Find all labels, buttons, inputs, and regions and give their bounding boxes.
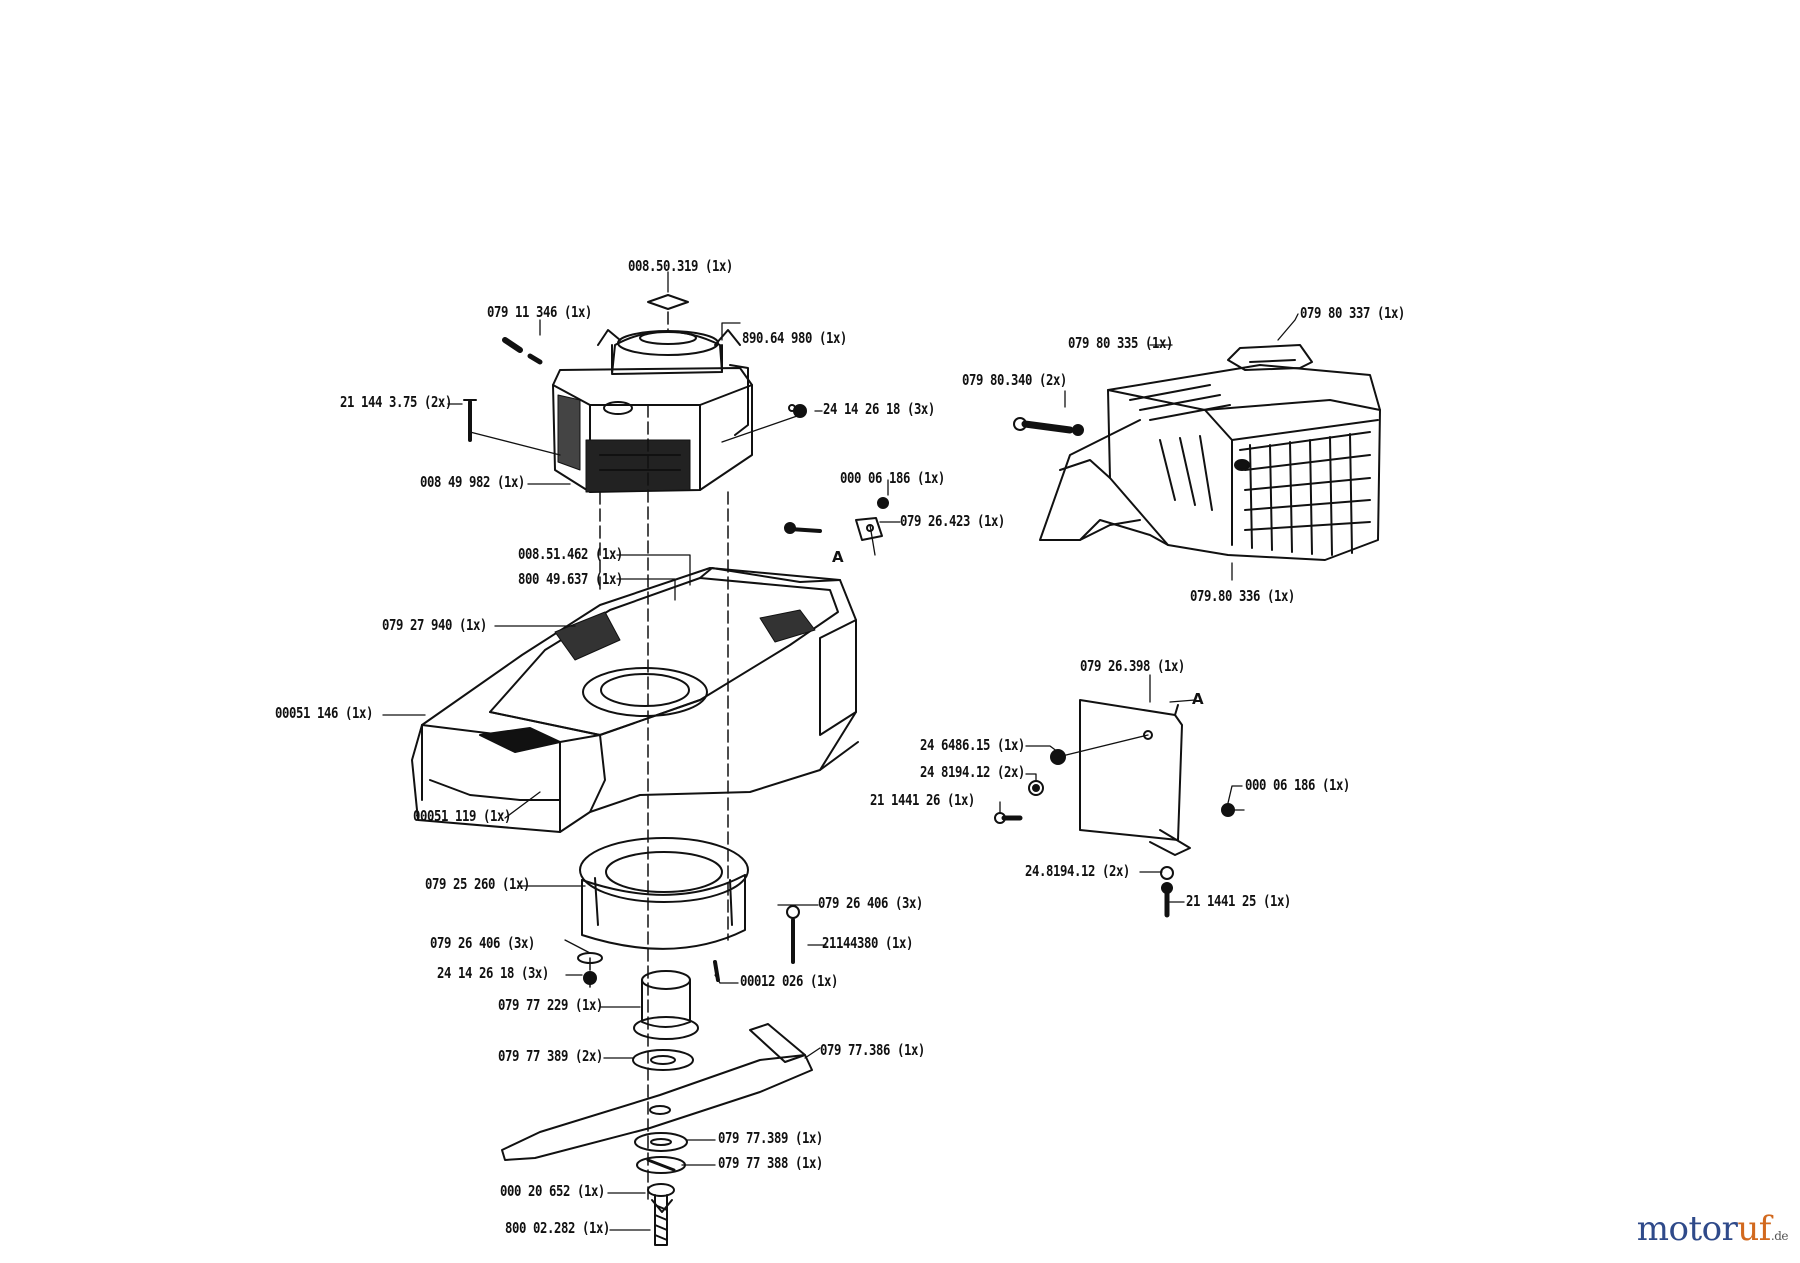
part-label-079-27-940: 079 27 940 (1x) (382, 616, 487, 634)
explosion-lines (589, 311, 729, 1201)
part-label-000-06-186-b: 000 06 186 (1x) (1245, 776, 1350, 794)
mower-blade-drawing (501, 1023, 813, 1161)
part-label-079-77-388: 079 77 388 (1x) (718, 1154, 823, 1172)
grass-catcher-drawing (1039, 344, 1381, 561)
part-label-079-26-398: 079 26.398 (1x) (1080, 657, 1185, 675)
logo-text-suffix: .de (1770, 1229, 1789, 1243)
part-label-079-26-423: 079 26.423 (1x) (900, 512, 1005, 530)
part-label-079-25-260: 079 25 260 (1x) (425, 875, 530, 893)
part-label-00012-026: 00012 026 (1x) (740, 972, 838, 990)
logo-text-main: motor (1636, 1209, 1738, 1249)
part-label-079-80-337: 079 80 337 (1x) (1300, 304, 1405, 322)
engine-drawing (552, 329, 753, 493)
part-label-24-14-26-18-top: 24 14 26 18 (3x) (823, 400, 935, 418)
motoruf-logo: motoruf.de (1636, 1209, 1789, 1249)
part-label-00051-146: 00051 146 (1x) (275, 704, 373, 722)
part-label-079-80-340: 079 80.340 (2x) (962, 371, 1067, 389)
washers-and-bolt-drawing (634, 1132, 688, 1246)
part-label-24-8194-12-lower: 24.8194.12 (2x) (1025, 862, 1130, 880)
blade-hub-drawing (632, 970, 699, 1071)
part-label-21144380: 21144380 (1x) (822, 934, 913, 952)
part-label-079-80-335: 079 80 335 (1x) (1068, 334, 1173, 352)
reference-mark-a-right: A (1192, 690, 1204, 708)
part-label-008-49-982: 008 49 982 (1x) (420, 473, 525, 491)
part-label-079-11-346: 079 11 346 (1x) (487, 303, 592, 321)
part-label-008-51-462: 008.51.462 (1x) (518, 545, 623, 563)
part-label-00051-119: 00051 119 (1x) (413, 807, 511, 825)
part-label-000-20-652: 000 20 652 (1x) (500, 1182, 605, 1200)
part-label-008-50-319: 008.50.319 (1x) (628, 257, 733, 275)
part-label-079-77-386: 079 77.386 (1x) (820, 1041, 925, 1059)
part-label-24-8194-12-upper: 24 8194.12 (2x) (920, 763, 1025, 781)
part-label-079-77-389-2x: 079 77 389 (2x) (498, 1047, 603, 1065)
leader-lines (382, 271, 1299, 1231)
part-label-24-6486-15: 24 6486.15 (1x) (920, 736, 1025, 754)
side-discharge-plate-drawing (1079, 699, 1191, 856)
part-label-21-1441-25: 21 1441 25 (1x) (1186, 892, 1291, 910)
part-label-079-26-406-right: 079 26 406 (3x) (818, 894, 923, 912)
part-label-21-144-375: 21 144 3.75 (2x) (340, 393, 452, 411)
mower-deck-drawing (411, 567, 859, 833)
part-label-079-26-406-left: 079 26 406 (3x) (430, 934, 535, 952)
part-label-24-14-26-18-bottom: 24 14 26 18 (3x) (437, 964, 549, 982)
part-label-21-1441-26: 21 1441 26 (1x) (870, 791, 975, 809)
logo-text-accent: uf (1737, 1209, 1771, 1249)
small-hardware-drawing (463, 294, 1235, 985)
part-label-890-64-980: 890.64 980 (1x) (742, 329, 847, 347)
part-label-079-77-229: 079 77 229 (1x) (498, 996, 603, 1014)
reference-mark-a-left: A (832, 548, 844, 566)
part-label-079-80-336: 079.80 336 (1x) (1190, 587, 1295, 605)
part-label-800-02-282: 800 02.282 (1x) (505, 1219, 610, 1237)
blade-housing-ring-drawing (579, 837, 749, 950)
part-label-800-49-637: 800 49.637 (1x) (518, 570, 623, 588)
part-label-000-06-186-a: 000 06 186 (1x) (840, 469, 945, 487)
part-label-079-77-389-1x: 079 77.389 (1x) (718, 1129, 823, 1147)
